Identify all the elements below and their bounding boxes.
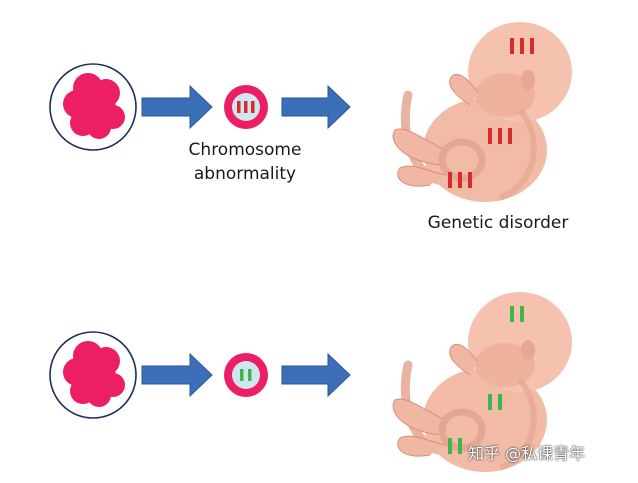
chromosome-abnormality-label: Chromosome abnormality <box>170 138 320 186</box>
nucleus-normal-icon <box>224 353 268 397</box>
chromosome-marks <box>448 306 524 454</box>
chromosome-marks <box>448 38 534 188</box>
watermark: 知乎 @私课青年 <box>468 444 586 463</box>
cell-source-icon <box>49 331 137 419</box>
cell-source-icon <box>49 63 137 151</box>
arrow-right-icon <box>281 84 351 130</box>
label-line-2: abnormality <box>193 164 297 184</box>
row-normal <box>49 292 572 472</box>
fetus-abnormal-icon <box>392 22 572 202</box>
nucleus-abnormal-icon <box>224 85 268 129</box>
genetic-disorder-label: Genetic disorder <box>427 213 569 233</box>
arrow-right-icon <box>141 84 213 130</box>
fetus-normal-icon <box>392 292 572 472</box>
arrow-right-icon <box>281 352 351 398</box>
label-line-1: Chromosome <box>188 140 302 160</box>
row-abnormal <box>49 22 572 202</box>
arrow-right-icon <box>141 352 213 398</box>
